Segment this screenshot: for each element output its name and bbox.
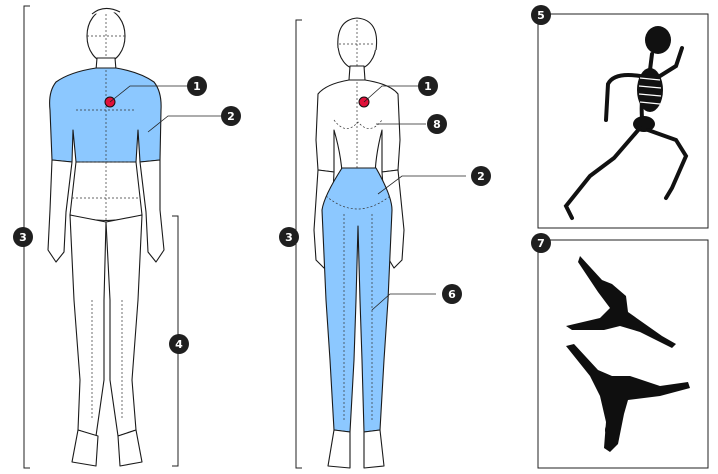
male-figure: [47, 7, 222, 467]
svg-text:5: 5: [537, 9, 545, 22]
callout-badges: 1 2 3 4 1 8 2 3: [13, 5, 551, 354]
svg-text:7: 7: [537, 237, 545, 250]
svg-text:1: 1: [193, 80, 201, 93]
callout-male-2: 2: [221, 106, 241, 126]
svg-text:6: 6: [448, 288, 456, 301]
svg-text:1: 1: [424, 80, 432, 93]
callout-male-4: 4: [169, 334, 189, 354]
running-skeleton: [563, 26, 689, 220]
svg-text:8: 8: [433, 118, 441, 131]
svg-text:2: 2: [477, 170, 485, 183]
callout-panel-7: 7: [531, 233, 551, 253]
callout-panel-5: 5: [531, 5, 551, 25]
female-lower-body-highlight: [321, 167, 393, 433]
male-upper-body-highlight: [49, 67, 162, 163]
callout-female-2: 2: [471, 166, 491, 186]
callout-female-1: 1: [418, 76, 438, 96]
svg-text:3: 3: [19, 231, 27, 244]
gymnast-panel: [537, 239, 709, 469]
callout-female-3: 3: [279, 227, 299, 247]
svg-text:3: 3: [285, 231, 293, 244]
callout-male-3: 3: [13, 227, 33, 247]
gymnast-silhouettes: [566, 256, 690, 452]
svg-text:4: 4: [175, 338, 183, 351]
callout-female-8: 8: [427, 114, 447, 134]
female-full-height-bracket: [295, 19, 302, 469]
callout-female-6: 6: [442, 284, 462, 304]
female-figure: [313, 17, 466, 469]
callout-male-1: 1: [187, 76, 207, 96]
svg-text:2: 2: [227, 110, 235, 123]
